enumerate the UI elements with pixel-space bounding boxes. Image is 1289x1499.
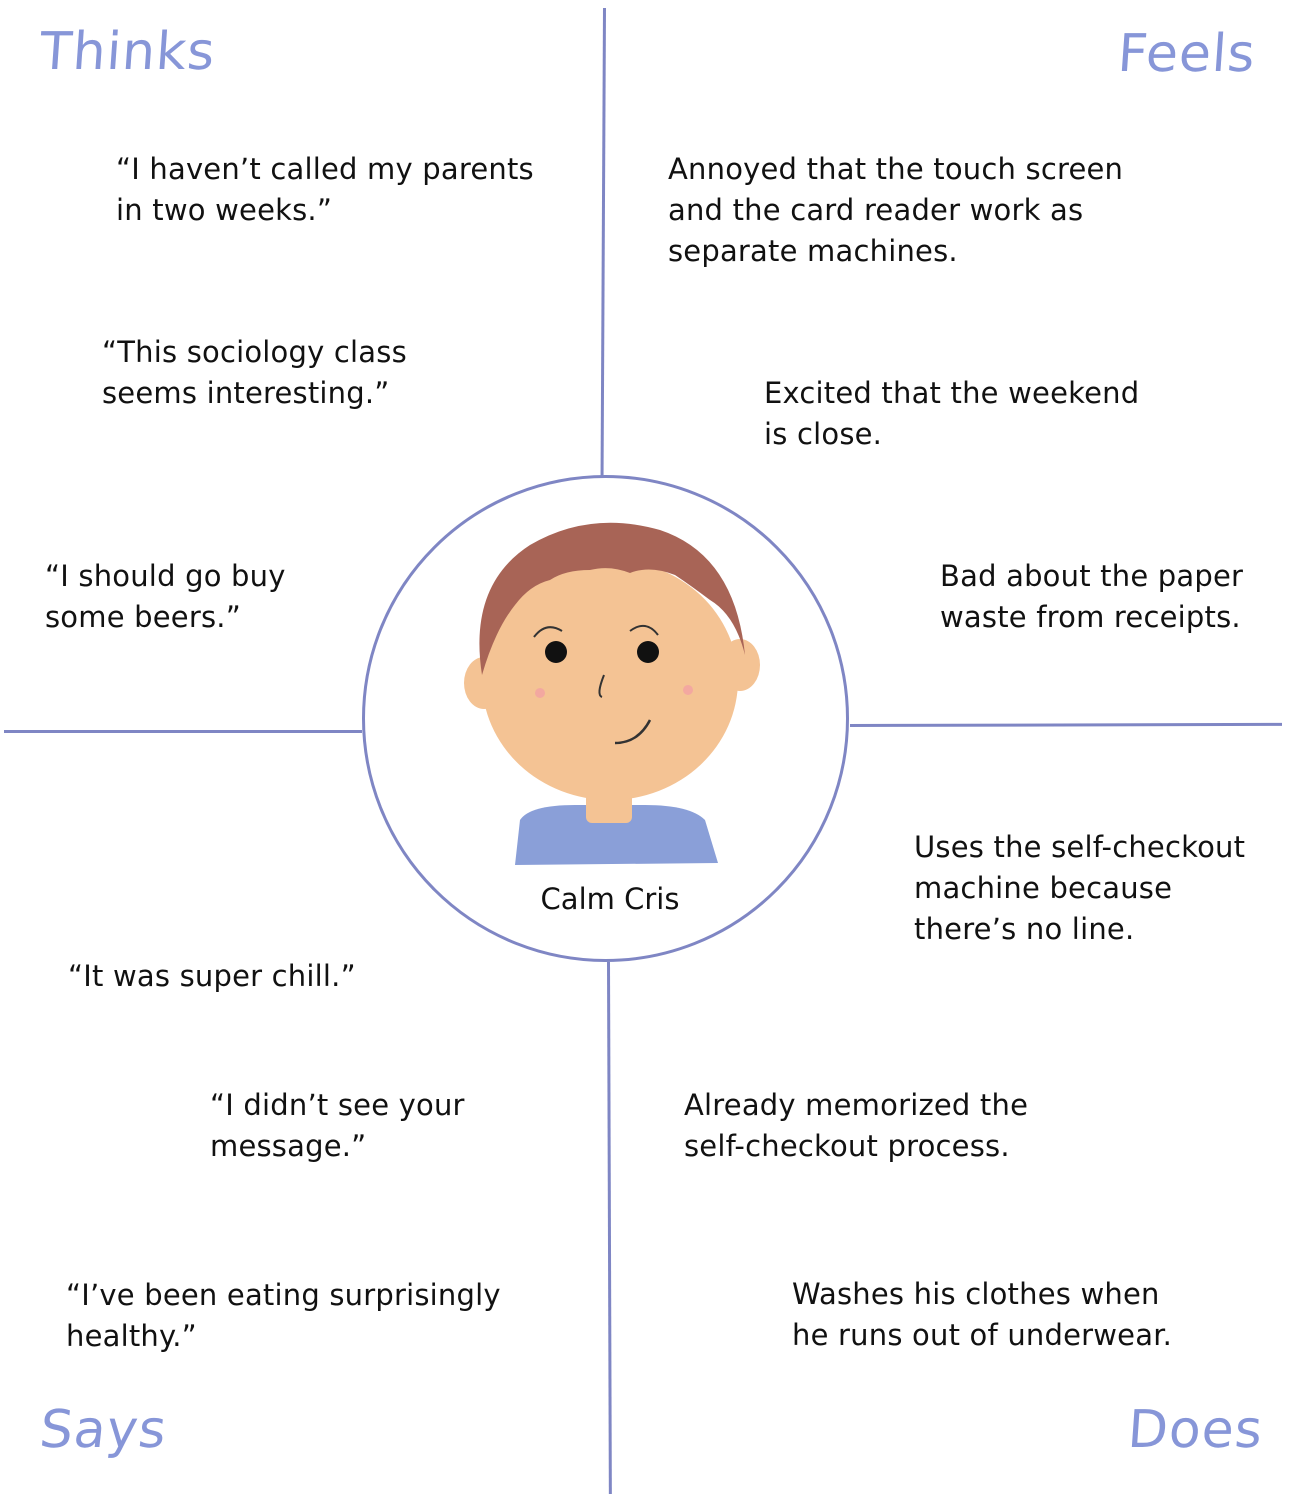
says-note: “I’ve been eating surprisingly healthy.”: [66, 1278, 501, 1353]
does-note: Uses the self-checkout machine because t…: [914, 830, 1246, 946]
persona-eye-left: [545, 641, 567, 663]
thinks-quadrant-title: Thinks: [37, 22, 218, 82]
thinks-note: “I haven’t called my parents in two week…: [116, 152, 534, 227]
feels-note: Bad about the paper waste from receipts.: [940, 559, 1244, 634]
does-note: Washes his clothes when he runs out of u…: [792, 1277, 1173, 1352]
persona-avatar-icon: [464, 522, 760, 865]
vertical-divider-top: [600, 8, 606, 477]
vertical-divider-bottom: [607, 961, 612, 1494]
says-note: “I didn’t see your message.”: [210, 1088, 465, 1163]
persona-face: [482, 560, 738, 800]
does-note: Already memorized the self-checkout proc…: [684, 1088, 1029, 1163]
persona-shirt: [515, 805, 718, 865]
thinks-note: “I should go buy some beers.”: [45, 559, 286, 634]
feels-note: Excited that the weekend is close.: [764, 376, 1140, 451]
does-quadrant-title: Does: [1125, 1400, 1266, 1460]
horizontal-divider-left: [4, 730, 362, 733]
persona-eye-right: [637, 641, 659, 663]
feels-note: Annoyed that the touch screen and the ca…: [668, 152, 1124, 268]
persona-hair: [479, 522, 745, 675]
horizontal-divider-right: [850, 722, 1283, 727]
feels-quadrant-title: Feels: [1115, 24, 1258, 84]
says-note: “It was super chill.”: [68, 959, 356, 993]
persona-smile: [614, 719, 652, 745]
persona-name: Calm Cris: [540, 882, 680, 916]
says-quadrant-title: Says: [36, 1400, 170, 1460]
thinks-note: “This sociology class seems interesting.…: [102, 335, 407, 410]
